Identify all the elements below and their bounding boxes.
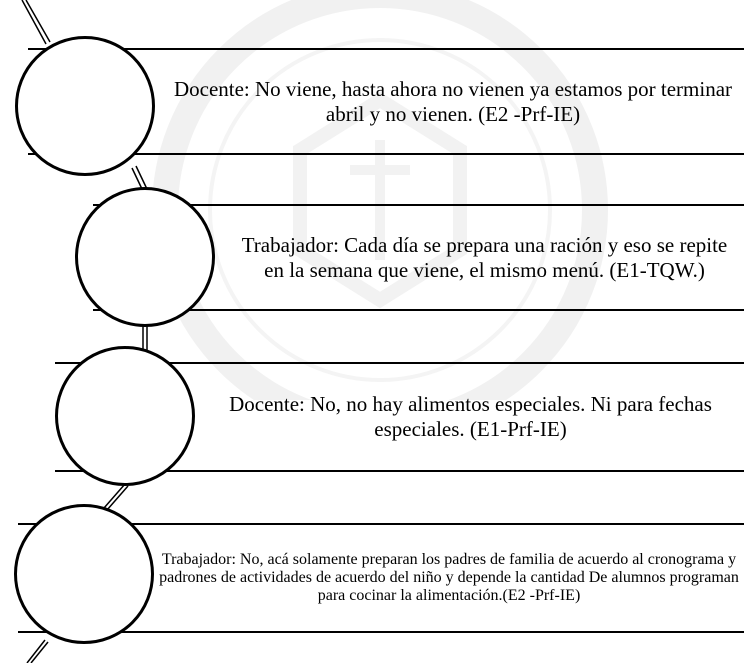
circle-node-3 [55,346,195,486]
circle-node-2 [75,187,215,327]
quote-text-4: Trabajador: No, acá solamente preparan l… [159,551,739,604]
quote-text-1: Docente: No viene, hasta ahora no vienen… [173,76,733,126]
quote-panel-3: Docente: No, no hay alimentos especiales… [55,362,744,472]
quote-panel-2: Trabajador: Cada día se prepara una raci… [93,204,744,311]
quote-panel-1: Docente: No viene, hasta ahora no vienen… [28,48,744,155]
quote-text-3: Docente: No, no hay alimentos especiales… [229,392,712,441]
quote-text-2: Trabajador: Cada día se prepara una raci… [241,232,728,282]
circle-node-4 [14,504,154,644]
quote-panel-4: Trabajador: No, acá solamente preparan l… [18,523,744,633]
circle-node-1 [15,36,155,176]
